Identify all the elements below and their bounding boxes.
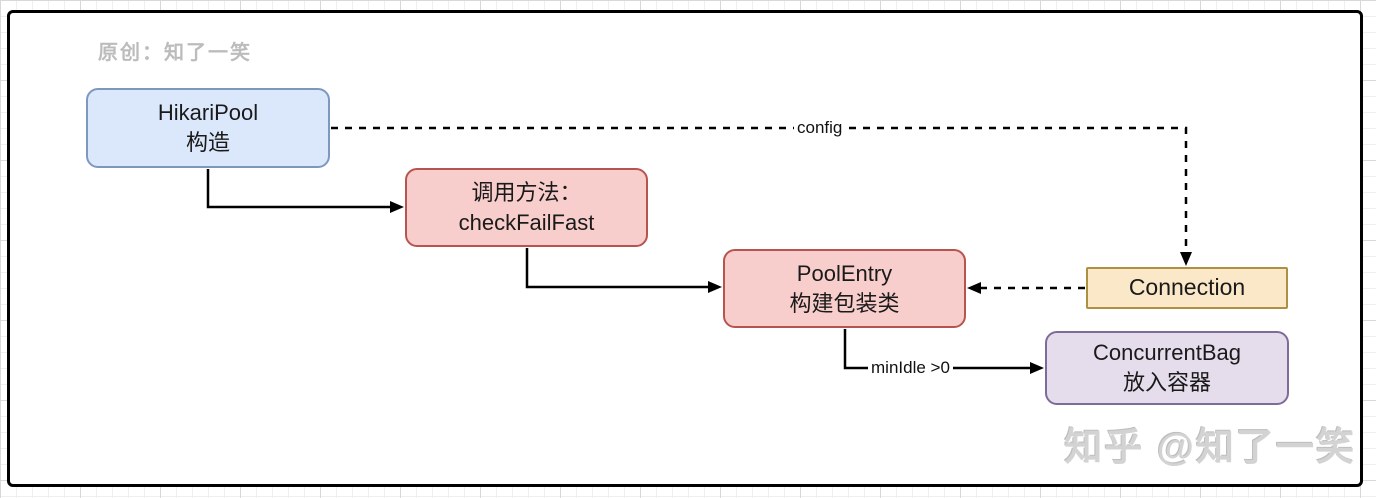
edge-hikaripool-checkfailfast bbox=[206, 169, 404, 213]
node-connection: Connection bbox=[1086, 267, 1288, 309]
edge-label-minidle: minIdle >0 bbox=[868, 358, 953, 378]
author-watermark: 原创：知了一笑 bbox=[98, 42, 252, 64]
node-checkfailfast-subtitle: checkFailFast bbox=[458, 209, 595, 235]
node-poolentry: PoolEntry 构建包装类 bbox=[723, 249, 966, 328]
node-poolentry-subtitle: 构建包装类 bbox=[789, 290, 900, 316]
edge-checkfailfast-poolentry bbox=[525, 248, 722, 293]
node-checkfailfast-title: 调用方法： bbox=[471, 179, 582, 205]
node-concurrentbag-title: ConcurrentBag bbox=[1093, 340, 1241, 366]
zhihu-watermark: 知乎 @知了一笑 bbox=[1064, 427, 1356, 469]
node-checkfailfast: 调用方法： checkFailFast bbox=[405, 168, 648, 247]
node-connection-title: Connection bbox=[1128, 274, 1246, 301]
node-concurrentbag-subtitle: 放入容器 bbox=[1122, 370, 1211, 395]
node-hikaripool-title: HikariPool bbox=[157, 100, 259, 126]
node-poolentry-title: PoolEntry bbox=[796, 260, 893, 286]
edge-hikaripool-connection bbox=[331, 126, 1192, 266]
node-hikaripool-subtitle: 构造 bbox=[185, 130, 230, 155]
node-hikaripool: HikariPool 构造 bbox=[86, 88, 330, 168]
edge-label-config: config bbox=[794, 118, 846, 138]
edge-poolentry-concurrentbag bbox=[843, 329, 1044, 374]
node-concurrentbag: ConcurrentBag 放入容器 bbox=[1045, 331, 1289, 405]
